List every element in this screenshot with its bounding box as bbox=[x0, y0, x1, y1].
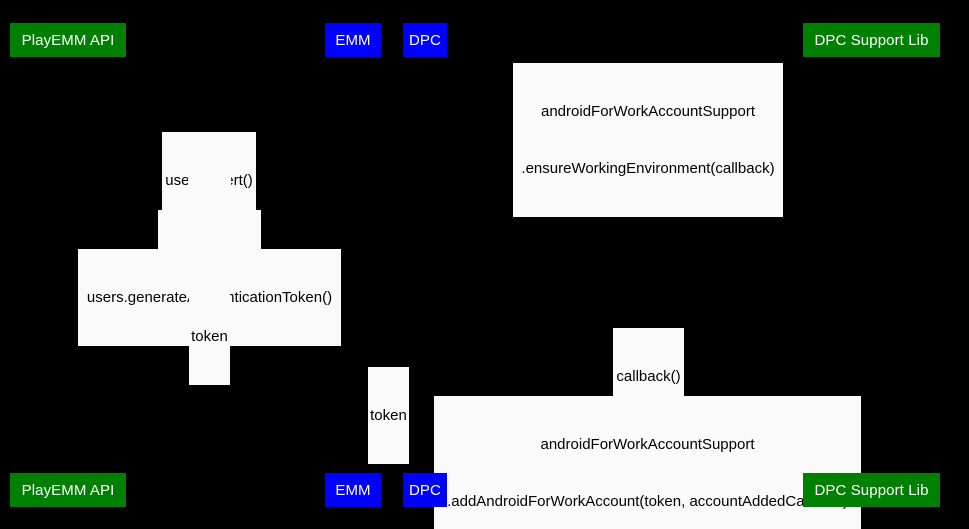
message-line-1: androidForWorkAccountSupport bbox=[541, 103, 755, 120]
lifeline-stem-dpc bbox=[425, 57, 426, 473]
participant-label-dpc-support-lib: DPC Support Lib bbox=[814, 31, 929, 49]
message-line-2: .addAndroidForWorkAccount(token, account… bbox=[447, 493, 848, 510]
message-line-1: androidForWorkAccountSupport bbox=[540, 436, 755, 453]
participant-label-dpc: DPC bbox=[409, 31, 441, 49]
participant-label-emm: EMM bbox=[335, 31, 371, 49]
message-label-token-to-dpc: token bbox=[368, 367, 409, 464]
participant-header-playemm-api[interactable]: PlayEMM API bbox=[10, 23, 126, 57]
participant-header-dpc[interactable]: DPC bbox=[403, 23, 447, 57]
participant-label-dpc: DPC bbox=[409, 481, 441, 499]
participant-footer-dpc[interactable]: DPC bbox=[403, 473, 447, 507]
message-label-token-to-emm: token bbox=[189, 288, 230, 385]
message-line-2: .ensureWorkingEnvironment(callback) bbox=[521, 160, 775, 177]
message-label-add-android-for-work-account: androidForWorkAccountSupport .addAndroid… bbox=[434, 396, 861, 529]
lifeline-stem-playemm-api bbox=[68, 57, 69, 473]
participant-header-dpc-support-lib[interactable]: DPC Support Lib bbox=[803, 23, 940, 57]
participant-footer-emm[interactable]: EMM bbox=[325, 473, 381, 507]
participant-footer-playemm-api[interactable]: PlayEMM API bbox=[10, 473, 126, 507]
participant-footer-dpc-support-lib[interactable]: DPC Support Lib bbox=[803, 473, 940, 507]
participant-header-emm[interactable]: EMM bbox=[325, 23, 381, 57]
lifeline-stem-dpc-support-lib bbox=[871, 57, 872, 473]
participant-label-dpc-support-lib: DPC Support Lib bbox=[814, 481, 929, 499]
message-line-1: token bbox=[191, 328, 228, 345]
message-line-1: callback() bbox=[616, 368, 681, 385]
participant-label-playemm-api: PlayEMM API bbox=[21, 31, 115, 49]
message-label-ensure-working-environment: androidForWorkAccountSupport .ensureWork… bbox=[513, 63, 783, 217]
lifeline-stem-emm bbox=[353, 57, 354, 473]
participant-label-emm: EMM bbox=[335, 481, 371, 499]
message-line-1: token bbox=[370, 407, 407, 424]
participant-label-playemm-api: PlayEMM API bbox=[21, 481, 115, 499]
